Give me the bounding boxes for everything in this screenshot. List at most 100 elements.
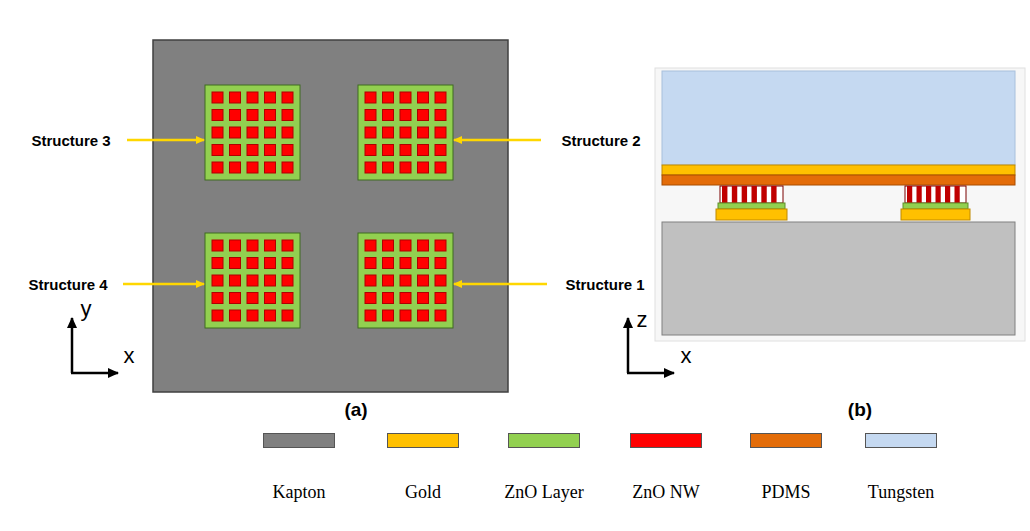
zno-nanowire	[771, 186, 776, 203]
zno-nanowire	[383, 92, 394, 103]
zno-nanowire	[265, 127, 276, 138]
zno-nanowire	[945, 186, 950, 203]
zno-nanowire	[247, 240, 258, 251]
nanowire-section	[720, 186, 966, 203]
zno-nanowire	[761, 186, 766, 203]
nanowire-bundle	[720, 186, 783, 203]
zno-nanowire	[917, 186, 922, 203]
axis-arrow	[627, 318, 630, 373]
zno-nanowire	[230, 240, 241, 251]
zno-nanowire	[936, 186, 941, 203]
zno-layer-pad	[205, 85, 300, 180]
zno-nanowire	[732, 186, 737, 203]
zno-nanowire	[435, 162, 446, 173]
zno-nanowire	[435, 127, 446, 138]
zno-nanowire	[418, 110, 429, 121]
zno-nanowire	[230, 258, 241, 269]
zno-nanowire	[418, 293, 429, 304]
zno-nanowire	[418, 275, 429, 286]
nanowire-structures	[205, 85, 453, 328]
zno-nanowire	[400, 293, 411, 304]
zno-nanowire	[400, 145, 411, 156]
pdms-layer	[662, 175, 1015, 185]
zno-nanowire	[365, 310, 376, 321]
zno-nanowire	[282, 145, 293, 156]
zno-nanowire	[212, 258, 223, 269]
zno-layer	[903, 203, 968, 209]
zno-nanowire	[383, 240, 394, 251]
legend-text: ZnO NW	[632, 482, 699, 503]
zno-nanowire	[282, 258, 293, 269]
zno-nanowire	[926, 186, 931, 203]
zno-nanowire	[365, 127, 376, 138]
zno-nanowire	[435, 293, 446, 304]
zno-nanowire	[230, 310, 241, 321]
zno-nanowire	[247, 145, 258, 156]
axis-arrow	[627, 372, 674, 375]
zno-nanowire	[230, 275, 241, 286]
zno-nanowire	[365, 258, 376, 269]
zno-nanowire	[212, 310, 223, 321]
zno-nanowire	[400, 162, 411, 173]
zno-nanowire	[265, 310, 276, 321]
zno-nanowire	[400, 110, 411, 121]
zno-nanowire	[230, 92, 241, 103]
zno-nanowire	[400, 258, 411, 269]
zno-nanowire	[247, 258, 258, 269]
axis-label: y	[81, 296, 92, 322]
zno-nanowire	[230, 293, 241, 304]
zno-nanowire	[265, 92, 276, 103]
zno-nanowire	[383, 110, 394, 121]
zno-layer-pad	[358, 233, 453, 328]
structure-label: Structure 3	[31, 132, 110, 149]
structure-label: Structure 1	[565, 276, 644, 293]
zno-nanowire	[400, 310, 411, 321]
zno-nanowire	[383, 145, 394, 156]
zno-nanowire	[282, 240, 293, 251]
zno-nanowire	[265, 110, 276, 121]
gold-electrode	[901, 209, 970, 220]
gold-electrode	[662, 165, 1015, 175]
zno-nanowire	[247, 162, 258, 173]
zno-nanowire	[418, 145, 429, 156]
zno-nanowire	[435, 258, 446, 269]
zno-nanowire	[230, 127, 241, 138]
zno-nanowire	[365, 275, 376, 286]
zno-nanowire	[365, 92, 376, 103]
zno-nanowire	[265, 258, 276, 269]
zno-nanowire	[365, 110, 376, 121]
pointer-arrow	[454, 283, 547, 286]
zno-nanowire	[230, 110, 241, 121]
zno-nanowire	[230, 145, 241, 156]
legend-swatch	[263, 433, 335, 448]
zno-nanowire	[383, 127, 394, 138]
zno-nanowire	[212, 240, 223, 251]
pointer-arrow	[127, 139, 204, 142]
legend-swatch	[508, 433, 580, 448]
zno-nanowire	[365, 145, 376, 156]
zno-nanowire	[400, 127, 411, 138]
zno-nanowire	[247, 293, 258, 304]
zno-nanowire	[247, 92, 258, 103]
kapton-substrate	[662, 222, 1015, 335]
zno-layer	[718, 203, 785, 209]
zno-nanowire	[282, 293, 293, 304]
legend-text: Gold	[405, 482, 441, 503]
zno-nanowire	[418, 162, 429, 173]
legend-swatch	[630, 433, 702, 448]
zno-nanowire	[247, 310, 258, 321]
zno-nanowire	[247, 110, 258, 121]
legend-text: Kapton	[273, 482, 326, 503]
zno-nanowire	[282, 310, 293, 321]
axis-arrow	[71, 372, 118, 375]
zno-nanowire	[383, 275, 394, 286]
zno-nanowire	[400, 240, 411, 251]
zno-nanowire	[418, 92, 429, 103]
legend-swatch	[750, 433, 822, 448]
zno-nanowire	[230, 162, 241, 173]
zno-nanowire	[383, 310, 394, 321]
zno-nanowire	[752, 186, 757, 203]
pointer-arrow	[454, 139, 541, 142]
